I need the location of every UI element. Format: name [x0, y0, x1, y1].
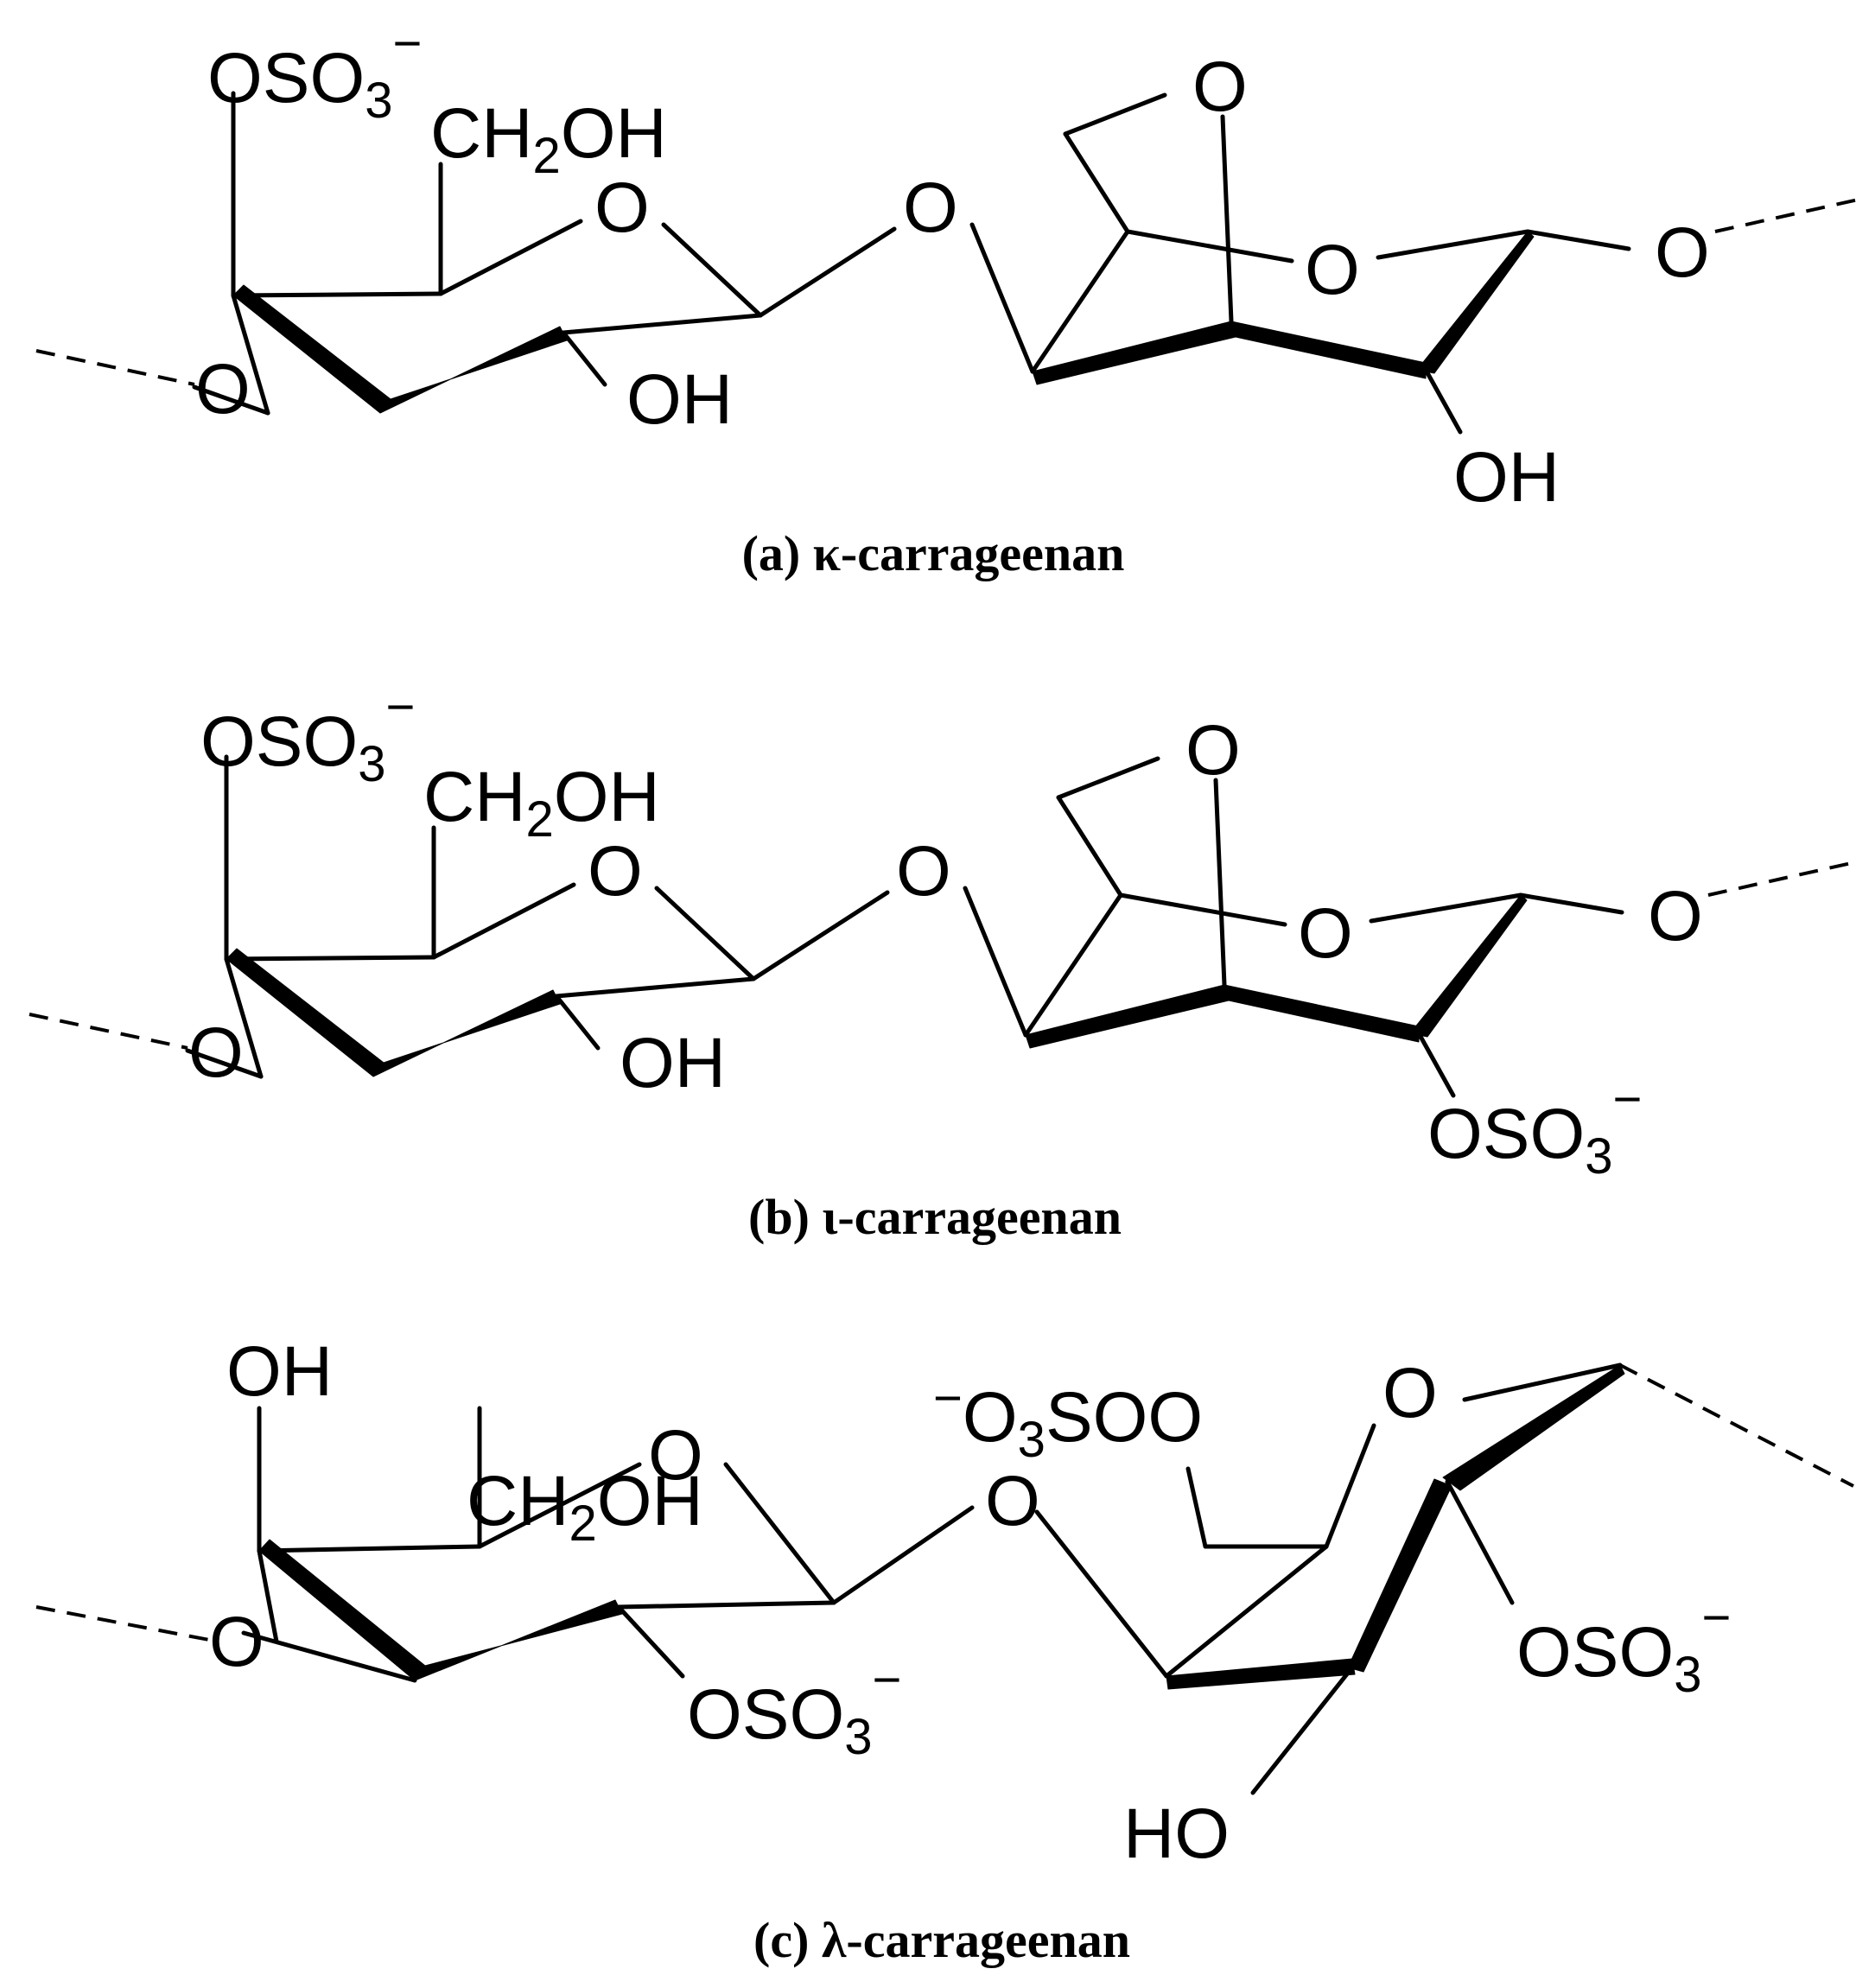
glycosidic-oxygen-label: O [195, 350, 251, 429]
hydroxyl-label: OH [1453, 438, 1560, 517]
iota-anhydrogalactose-ring [963, 756, 1856, 1098]
kappa-atom-labels: OSO3− CH2OH O O O O O O OH OH [195, 16, 1710, 517]
glycosidic-oxygen-label: O [1648, 877, 1703, 956]
hydroxyl-label: OH [226, 1332, 333, 1411]
kappa-anhydrogalactose-ring [969, 92, 1863, 435]
ch2oh-label: CH2OH [467, 1462, 703, 1552]
ring-oxygen-label: O [1305, 231, 1360, 309]
glycosidic-oxygen-label: O [209, 1603, 264, 1681]
lambda-atom-labels: OH CH2OH O O O OSO3− −O3SOO O OSO3− HO [209, 1332, 1731, 1873]
hydroxyl-label: HO [1123, 1794, 1230, 1873]
bridge-oxygen-label: O [1185, 711, 1241, 790]
glycosidic-oxygen-label: O [903, 168, 958, 247]
sulfate-label: OSO3− [687, 1652, 901, 1765]
ring-oxygen-label: O [594, 168, 650, 247]
kappa-galactose-ring [35, 91, 897, 416]
caption-lambda: (c) λ-carrageenan [753, 1912, 1130, 1968]
caption-iota: (b) ι-carrageenan [748, 1189, 1122, 1245]
lambda-galactose-ring-2 [1034, 1362, 1854, 1795]
ch2oh-label: CH2OH [423, 758, 660, 848]
sulfate-label: OSO3− [207, 16, 422, 129]
glycosidic-oxygen-label: O [896, 832, 951, 911]
glycosidic-oxygen-label: O [985, 1462, 1040, 1540]
caption-kappa: (a) κ-carrageenan [742, 525, 1125, 581]
structure-lambda-carrageenan: OH CH2OH O O O OSO3− −O3SOO O OSO3− HO (… [35, 1332, 1854, 1968]
glycosidic-oxygen-label: O [1655, 213, 1710, 292]
sulfate-label: OSO3− [1427, 1071, 1642, 1185]
ring-oxygen-label: O [648, 1416, 703, 1495]
hydroxyl-label: OH [626, 360, 733, 439]
sulfate-label: −O3SOO [933, 1370, 1203, 1468]
glycosidic-oxygen-label: O [188, 1013, 244, 1092]
bridge-oxygen-label: O [1192, 48, 1248, 126]
ch2oh-label: CH2OH [430, 94, 667, 184]
iota-atom-labels: OSO3− CH2OH O O O O O O OH OSO3− [188, 679, 1703, 1185]
iota-galactose-ring [29, 754, 890, 1079]
ring-oxygen-label: O [1298, 894, 1353, 973]
ring-oxygen-label: O [1382, 1354, 1438, 1432]
structure-iota-carrageenan: OSO3− CH2OH O O O O O O OH OSO3− (b) ι-c… [29, 679, 1856, 1245]
sulfate-label: OSO3− [1516, 1590, 1731, 1703]
sulfate-label: OSO3− [200, 679, 415, 792]
hydroxyl-label: OH [620, 1024, 726, 1102]
lambda-galactose-ring [35, 1406, 975, 1683]
structure-kappa-carrageenan: OSO3− CH2OH O O O O O O OH OH (a) κ-carr… [35, 16, 1863, 581]
ring-oxygen-label: O [588, 832, 643, 911]
